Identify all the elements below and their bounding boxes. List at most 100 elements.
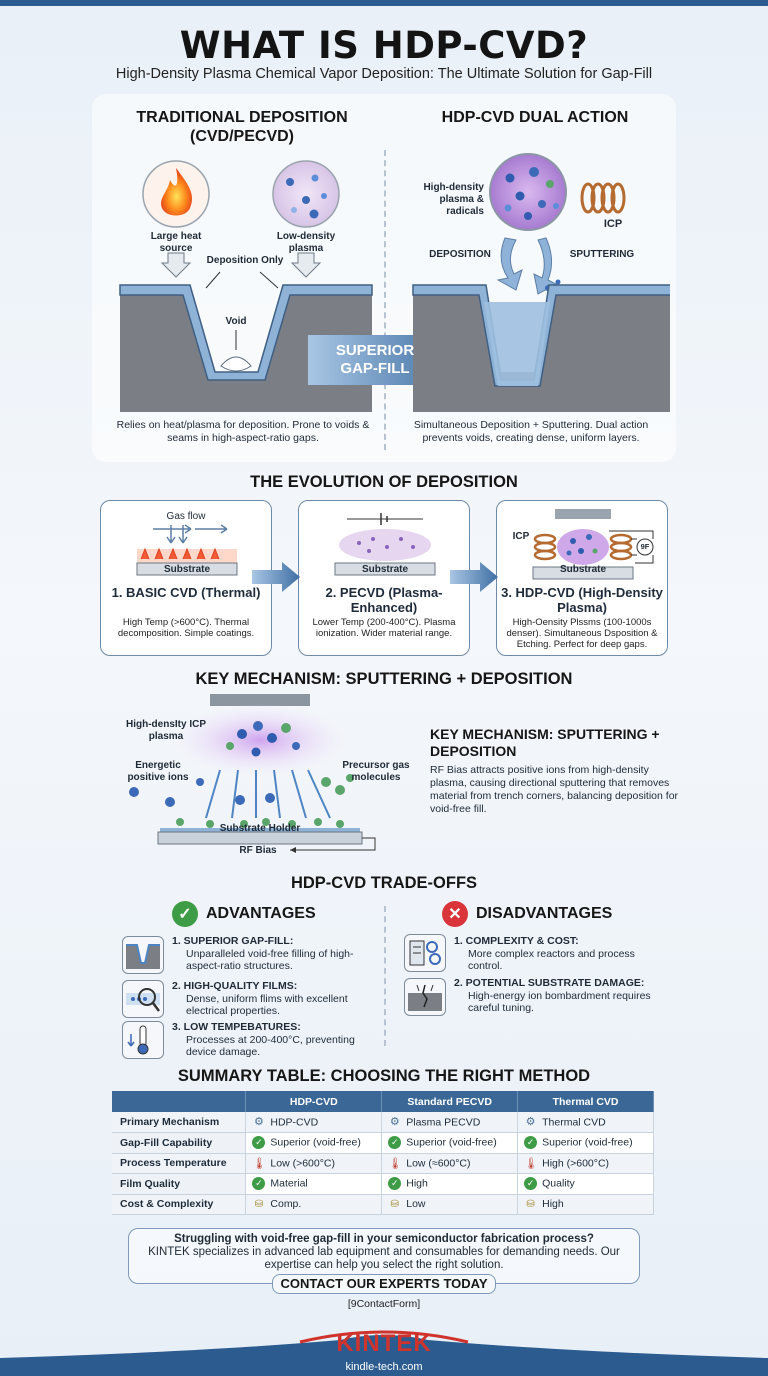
table-cell: High <box>406 1177 428 1190</box>
hdpcvd-illustration <box>532 509 654 580</box>
advantage-item-title: 2. HIGH-QUALITY FILMS: <box>172 980 298 992</box>
gear-icon: ⚙ <box>253 1115 264 1128</box>
disadvantages-header: ✕ DISADVANTAGES <box>442 901 612 927</box>
check-icon: ✓ <box>524 1136 538 1150</box>
table-cell: Superior (void-free) <box>270 1136 361 1149</box>
advantage-item: 2. HIGH-QUALITY FILMS: Dense, uniform fl… <box>172 980 372 1018</box>
table-cell: Thermal CVD <box>542 1115 606 1128</box>
traditional-caption: Relies on heat/plasma for deposition. Pr… <box>116 419 370 444</box>
complex-reactor-icon <box>404 934 446 972</box>
mechanism-explanation: KEY MECHANISM: SPUTTERING + DEPOSITION R… <box>430 726 680 816</box>
disadvantage-item-title: 2. POTENTIAL SUBSTRATE DAMAGE: <box>454 977 645 989</box>
advantage-item-desc: Dense, uniform flims with excellent elec… <box>186 992 348 1018</box>
footer-url[interactable]: kindle-tech.com <box>345 1361 423 1373</box>
table-cell: Low (>600°C) <box>270 1157 335 1170</box>
sputtering-label: SPUTTERING <box>569 249 635 260</box>
table-row: Gap-Fill Capability ✓Superior (void-free… <box>112 1132 654 1154</box>
advantage-item-desc: Unparalleled void-free filling of high-a… <box>186 947 354 973</box>
check-icon: ✓ <box>252 1177 266 1191</box>
ions-label: Energetic positive ions <box>127 760 189 783</box>
coins-icon: ⛁ <box>526 1198 535 1210</box>
table-header-row: HDP-CVD Standard PECVD Thermal CVD <box>112 1091 654 1112</box>
table-cell: Low <box>406 1198 426 1211</box>
check-icon: ✓ <box>388 1136 402 1150</box>
mechanism-side-desc: RF Bias attracts positive ions from high… <box>430 764 679 815</box>
advantages-header: ✓ ADVANTAGES <box>172 901 316 927</box>
cracked-substrate-icon <box>404 978 446 1016</box>
table-row: Primary Mechanism ⚙HDP-CVD ⚙Plasma PECVD… <box>112 1112 654 1133</box>
disadvantage-item-title: 1. COMPLEXITY & COST: <box>454 935 579 947</box>
tradeoffs-divider <box>384 906 386 1046</box>
evolution-step-hdpcvd: ICP 9F Substrate 3. HDP-CVD (High-Densit… <box>496 500 668 656</box>
high-density-plasma-icon <box>489 153 567 231</box>
rf-bias-label: RF Bias <box>239 845 277 856</box>
icp-label: ICP <box>512 531 530 542</box>
precursor-label: Precursor gas molecules <box>342 760 410 783</box>
footer-wave <box>0 1330 768 1376</box>
table-cell: Quality <box>542 1177 575 1190</box>
step-name: 3. HDP-CVD (High-Density Plasma) <box>501 585 663 615</box>
icp-label: ICP <box>603 218 623 230</box>
step-description: High Temp (>600°C). Thermal decompositio… <box>117 617 255 639</box>
comparison-divider <box>384 150 386 450</box>
pecvd-illustration <box>334 513 436 576</box>
heat-source-label: Large heat source <box>150 231 202 254</box>
table-header-cell: HDP-CVD <box>245 1091 383 1112</box>
deposition-label: DEPOSITION <box>429 249 491 260</box>
cta-box: Struggling with void-free gap-fill in yo… <box>128 1228 640 1284</box>
evolution-arrow-icon <box>252 562 300 592</box>
contact-experts-button[interactable]: CONTACT OUR EXPERTS TODAY <box>272 1274 496 1294</box>
disadvantage-item: 2. POTENTIAL SUBSTRATE DAMAGE: High-ener… <box>454 977 654 1015</box>
trench-icon <box>122 936 164 974</box>
step-name: 2. PECVD (Plasma-Enhanced) <box>325 585 443 615</box>
superior-gap-fill-label: SUPERIOR GAP-FILL <box>335 342 415 377</box>
evolution-step-pecvd: Substrate 2. PECVD (Plasma-Enhanced) Low… <box>298 500 470 656</box>
advantage-item-desc: Processes at 200-400°C, preventing devic… <box>186 1033 355 1059</box>
hd-plasma-label: High-density plasma & radicals <box>423 182 484 217</box>
mechanism-side-title: KEY MECHANISM: SPUTTERING + DEPOSITION <box>430 726 660 759</box>
deposition-only-label: Deposition Only <box>206 255 284 266</box>
contact-form-placeholder: [9ContactForm] <box>347 1298 421 1310</box>
check-icon: ✓ <box>524 1177 538 1191</box>
advantage-item: 1. SUPERIOR GAP-FILL: Unparalleled void-… <box>172 935 372 973</box>
traditional-title: TRADITIONAL DEPOSITION (CVD/PECVD) <box>136 109 348 145</box>
check-icon: ✓ <box>252 1136 266 1150</box>
row-label: Process Temperature <box>112 1153 247 1174</box>
heat-source-icon <box>142 160 210 228</box>
substrate-label: Substrate <box>361 564 409 575</box>
cta-body: KINTEK specializes in advanced lab equip… <box>148 1246 620 1271</box>
row-label: Primary Mechanism <box>112 1112 247 1133</box>
table-cell: Superior (void-free) <box>406 1136 497 1149</box>
table-header-cell: Thermal CVD <box>517 1091 654 1112</box>
kintek-logo: KINTEK <box>336 1330 432 1357</box>
substrate-label: Substrate <box>559 564 607 575</box>
table-cell: Comp. <box>270 1198 302 1211</box>
x-circle-icon: ✕ <box>442 901 468 927</box>
table-cell: Low (≈600°C) <box>406 1157 471 1170</box>
check-icon: ✓ <box>388 1177 402 1191</box>
cvd-illustration <box>136 524 238 576</box>
summary-table: HDP-CVD Standard PECVD Thermal CVD Prima… <box>112 1091 654 1215</box>
summary-title: SUMMARY TABLE: CHOOSING THE RIGHT METHOD <box>177 1067 591 1085</box>
row-label: Cost & Complexity <box>112 1194 247 1215</box>
evolution-step-cvd: Gas flow Substrate 1. BASIC CVD (Thermal… <box>100 500 272 656</box>
table-cell: Superior (void-free) <box>542 1136 633 1149</box>
thermometer-icon: 🌡 <box>388 1157 403 1170</box>
substrate-label: Substrate <box>163 564 211 575</box>
check-circle-icon: ✓ <box>172 901 198 927</box>
disadvantages-title: DISADVANTAGES <box>476 905 613 922</box>
row-label: Film Quality <box>112 1173 247 1195</box>
disadvantage-item-desc: High-energy ion bombardment requires car… <box>468 989 651 1015</box>
table-cell: Material <box>270 1177 308 1190</box>
thermometer-icon: 🌡 <box>524 1157 539 1170</box>
icp-coil-icon <box>580 182 626 214</box>
table-header-cell: Standard PECVD <box>381 1091 519 1112</box>
comparison-illustration <box>119 153 670 412</box>
page-subtitle: High-Density Plasma Chemical Vapor Depos… <box>115 66 653 82</box>
table-cell: Plasma PECVD <box>406 1115 481 1128</box>
table-cell: High (>600°C) <box>542 1157 610 1170</box>
advantages-title: ADVANTAGES <box>206 905 316 922</box>
hdp-dual-title: HDP-CVD DUAL ACTION <box>441 109 629 126</box>
thermometer-icon: 🌡 <box>252 1157 267 1170</box>
top-accent-bar <box>0 0 768 6</box>
